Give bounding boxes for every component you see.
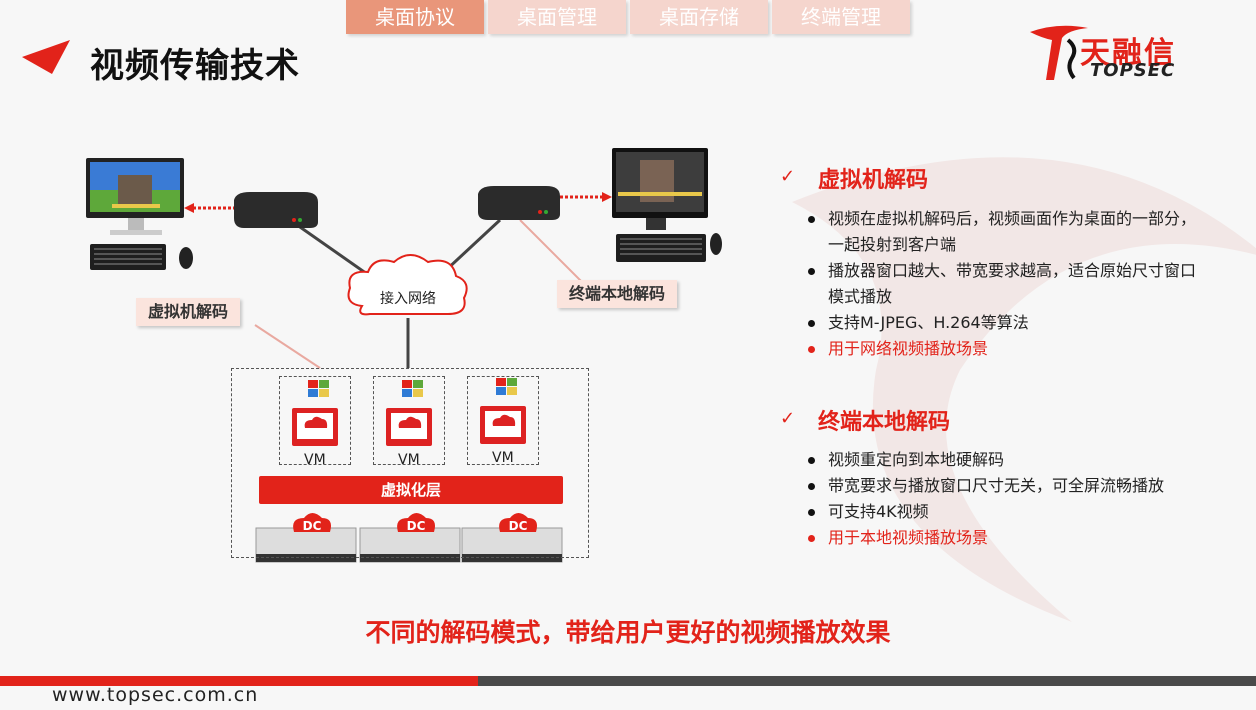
vm-label-3: VM — [492, 450, 514, 466]
vm-label-1: VM — [304, 452, 326, 468]
summary-text: 不同的解码模式，带给用户更好的视频播放效果 — [365, 618, 891, 647]
tab-desktop-storage[interactable]: 桌面存储 — [630, 0, 768, 34]
logo-text-cn: 天融信 — [1080, 36, 1176, 71]
network-diagram: DC DC DC — [86, 148, 722, 563]
bullet-item: 视频重定向到本地硬解码 — [804, 447, 1164, 473]
title-arrow-icon — [22, 40, 70, 74]
tab-terminal-management[interactable]: 终端管理 — [772, 0, 910, 34]
tab-desktop-protocol[interactable]: 桌面协议 — [346, 0, 484, 34]
logo-text-en: TOPSEC — [1090, 60, 1176, 81]
topsec-logo-icon — [1030, 25, 1088, 80]
svg-text:DC: DC — [407, 519, 426, 533]
section-heading-vm-decode: 虚拟机解码 — [818, 168, 929, 193]
thin-client-right — [478, 186, 560, 220]
background-watermark — [792, 157, 1256, 622]
client-monitor-left — [86, 158, 193, 270]
footer-bar-dark — [478, 676, 1256, 686]
check-icon: ✓ — [780, 166, 796, 187]
bullet-item: 带宽要求与播放窗口尺寸无关，可全屏流畅播放 — [804, 473, 1164, 499]
virtualization-layer: 虚拟化层 — [259, 476, 563, 504]
svg-text:DC: DC — [303, 519, 322, 533]
bullet-list-local-decode: 视频重定向到本地硬解码 带宽要求与播放窗口尺寸无关，可全屏流畅播放 可支持4K视… — [804, 447, 1164, 551]
top-tab-bar: 桌面协议 桌面管理 桌面存储 终端管理 — [346, 0, 910, 34]
check-icon: ✓ — [780, 408, 796, 429]
vm-box-3 — [467, 376, 539, 465]
cloud-label: 接入网络 — [380, 291, 436, 307]
bullet-item-highlight: 用于网络视频播放场景 — [804, 336, 1196, 362]
svg-text:DC: DC — [509, 519, 528, 533]
tab-desktop-management[interactable]: 桌面管理 — [488, 0, 626, 34]
datacenter-container — [231, 368, 589, 558]
footer-url: www.topsec.com.cn — [52, 684, 259, 706]
bullet-item-continuation: 一起投射到客户端 — [828, 235, 957, 254]
vm-label-2: VM — [398, 452, 420, 468]
bullet-item: 可支持4K视频 — [804, 499, 1164, 525]
vm-box-1 — [279, 376, 351, 465]
bullet-item-highlight: 用于本地视频播放场景 — [804, 525, 1164, 551]
dc-servers: DC DC DC — [255, 513, 563, 563]
bullet-item: 播放器窗口越大、带宽要求越高，适合原始尺寸窗口 — [804, 258, 1196, 284]
bullet-item: 视频在虚拟机解码后，视频画面作为桌面的一部分， — [804, 206, 1196, 232]
tag-local-decode: 终端本地解码 — [557, 280, 678, 308]
access-network-cloud — [347, 254, 468, 316]
bullet-list-vm-decode: 视频在虚拟机解码后，视频画面作为桌面的一部分， 一起投射到客户端 播放器窗口越大… — [804, 206, 1196, 362]
thin-client-left — [234, 192, 318, 228]
tag-vm-decode: 虚拟机解码 — [136, 298, 241, 326]
footer-bar-red — [0, 676, 478, 686]
bullet-item: 支持M-JPEG、H.264等算法 — [804, 310, 1196, 336]
vm-box-2 — [373, 376, 445, 465]
vm-icons — [292, 378, 526, 446]
page-title: 视频传输技术 — [90, 46, 300, 86]
section-heading-local-decode: 终端本地解码 — [818, 410, 951, 435]
bullet-item-continuation: 模式播放 — [828, 287, 893, 306]
client-monitor-right — [612, 148, 722, 262]
